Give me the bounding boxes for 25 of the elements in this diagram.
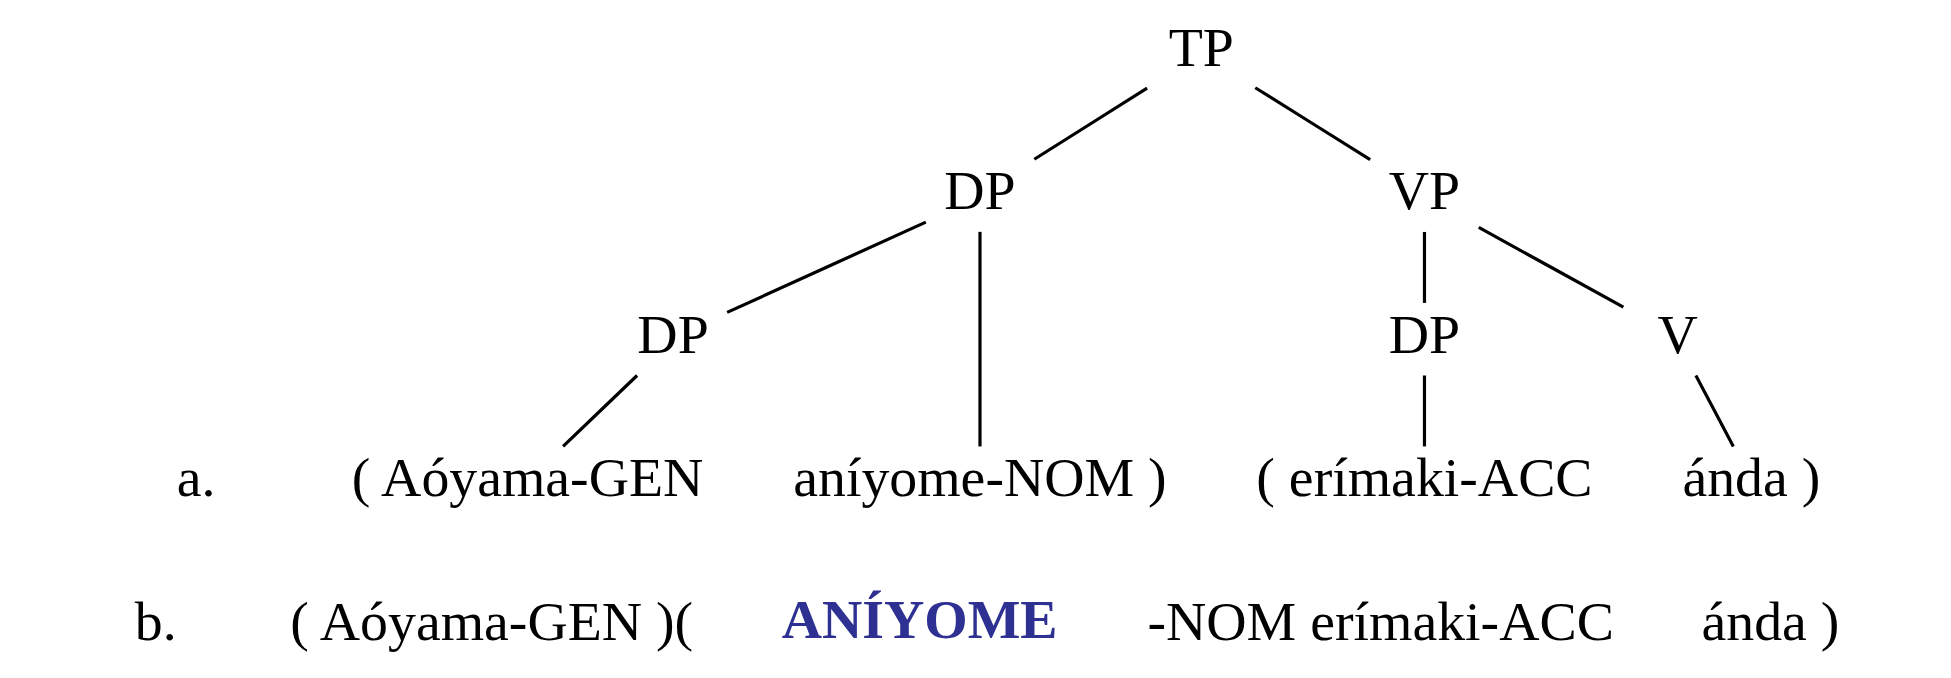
label: ( Aóyama-GEN )( [289,589,693,652]
label: a. [176,446,215,509]
connector [977,231,982,447]
connector [1693,374,1735,448]
node-text: DP [1388,302,1460,365]
connector [1253,86,1371,161]
label: b. [134,589,177,652]
label: ANÍYOME [781,587,1058,650]
connector [1032,86,1148,161]
node-text: ( erímaki-ACC [1255,446,1593,509]
label: -NOM erímaki-ACC [1146,589,1614,652]
node-text: TP [1168,15,1234,78]
node-text: VP [1388,159,1460,222]
connector [1477,226,1624,309]
node-text: V [1656,302,1698,365]
label: ánda ) [1701,589,1839,652]
node-text: DP [943,159,1016,222]
node-text: aníyome-NOM ) [792,446,1167,509]
connector [1422,231,1426,303]
connector [561,374,638,448]
node-text: ánda ) [1681,446,1820,509]
connector [1422,375,1426,447]
node-text: ( Aóyama-GEN [351,446,703,509]
connector [726,220,926,314]
node-text: DP [636,302,709,365]
